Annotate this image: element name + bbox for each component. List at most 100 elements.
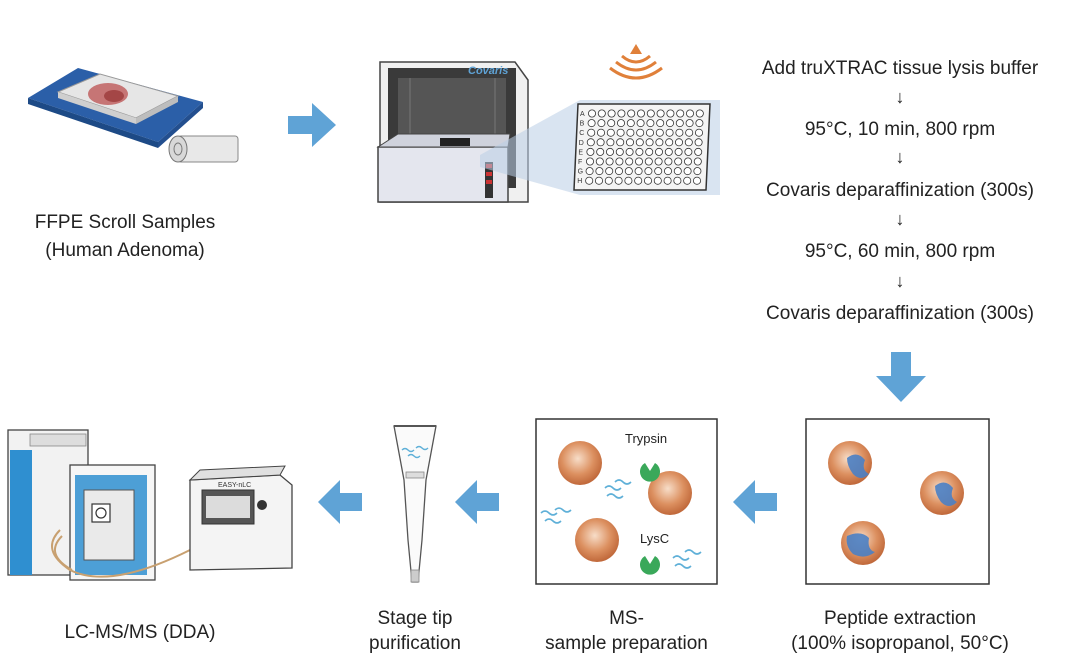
plate-well [695,128,704,137]
plate-well [665,138,674,147]
plate-well [587,119,596,128]
plate-well [596,138,605,147]
plate-well [684,147,693,156]
easy-nlc-brand-text: EASY-nLC [218,482,251,489]
peptide-label-line1: Peptide extraction [823,608,977,629]
lc-ms-instrument-illustration: EASY-nLC [7,429,293,581]
plate-well [596,147,605,156]
plate-well [606,128,615,137]
plate-well [644,167,653,176]
plate-well [644,157,653,166]
flow-arrow-right-1 [288,103,336,147]
covaris-brand-text: Covaris [468,65,508,77]
down-arrow-icon: ↓ [895,147,905,167]
plate-well [606,138,615,147]
plate-well [625,147,634,156]
plate-well [605,167,614,176]
plate-row-label: B [580,121,585,128]
plate-well [635,157,644,166]
plate-well [656,119,665,128]
plate-well [655,128,664,137]
plate-well [636,119,645,128]
plate-well [646,109,655,118]
plate-well [587,128,596,137]
plate-well [617,119,626,128]
plate-well [695,119,704,128]
plate-row-label: C [579,130,584,137]
plate-well [615,167,624,176]
plate-well [676,109,685,118]
plate-well [596,128,605,137]
plate-well [694,138,703,147]
down-arrow-icon: ↓ [895,87,905,107]
samples-title: FFPE Scroll Samples [34,212,216,233]
plate-well [656,109,665,118]
plate-well [663,176,672,185]
plate-well [626,128,635,137]
plate-well [615,157,624,166]
plate-well [694,147,703,156]
protocol-step-4: 95°C, 60 min, 800 rpm [804,241,996,262]
plate-well [673,167,682,176]
plate-well [634,167,643,176]
plate-well [587,109,596,118]
plate-well [684,138,693,147]
protocol-step-1: Add truXTRAC tissue lysis buffer [761,58,1039,79]
plate-well [594,176,603,185]
plate-well [586,138,595,147]
protocol-step-5: Covaris deparaffinization (300s) [766,303,1034,324]
down-arrow-icon: ↓ [895,271,905,291]
plate-well [625,157,634,166]
ffpe-sample-illustration [28,68,239,163]
protocol-step-2: 95°C, 10 min, 800 rpm [804,119,996,140]
peptide-label-line2: (100% isopropanol, 50°C) [791,633,1009,654]
stage-tip-illustration [393,425,437,583]
lcms-label: LC-MS/MS (DDA) [64,622,216,643]
plate-well [693,167,702,176]
plate-well [606,147,615,156]
plate-well [685,128,694,137]
down-arrow-icon: ↓ [895,209,905,229]
plate-well [654,167,663,176]
plate-well [597,119,606,128]
covaris-instrument-illustration: Covaris [376,61,529,203]
plate-well [586,147,595,156]
plate-well [617,109,626,118]
flow-arrow-left-1 [733,480,777,524]
enzyme-lysc-label: LysC [640,531,669,546]
plate-well [646,128,655,137]
plate-well [674,147,683,156]
plate-well [685,119,694,128]
plate-well [585,157,594,166]
plate-well [595,157,604,166]
plate-well [624,176,633,185]
ms-prep-label-line2: sample preparation [545,633,708,654]
plate-well [655,138,664,147]
plate-well [624,167,633,176]
plate-well [675,128,684,137]
plate-well [693,176,702,185]
plate-well [653,176,662,185]
plate-well [645,147,654,156]
flow-arrow-left-3 [318,480,362,524]
plate-well [695,109,704,118]
plate-well [646,119,655,128]
plate-row-label: D [579,140,584,147]
plate-well [675,138,684,147]
plate-well [673,176,682,185]
plate-well [684,157,693,166]
plate-row-label: F [578,159,582,166]
stage-tip-label-line1: Stage tip [377,608,453,629]
plate-well [616,138,625,147]
plate-well [664,167,673,176]
plate-well [627,109,636,118]
plate-well [636,128,645,137]
plate-well [693,157,702,166]
plate-well [637,109,646,118]
plate-well [635,147,644,156]
plate-well [664,147,673,156]
plate-well [607,109,616,118]
plate-well [645,138,654,147]
plate-well [634,176,643,185]
plate-well [605,157,614,166]
